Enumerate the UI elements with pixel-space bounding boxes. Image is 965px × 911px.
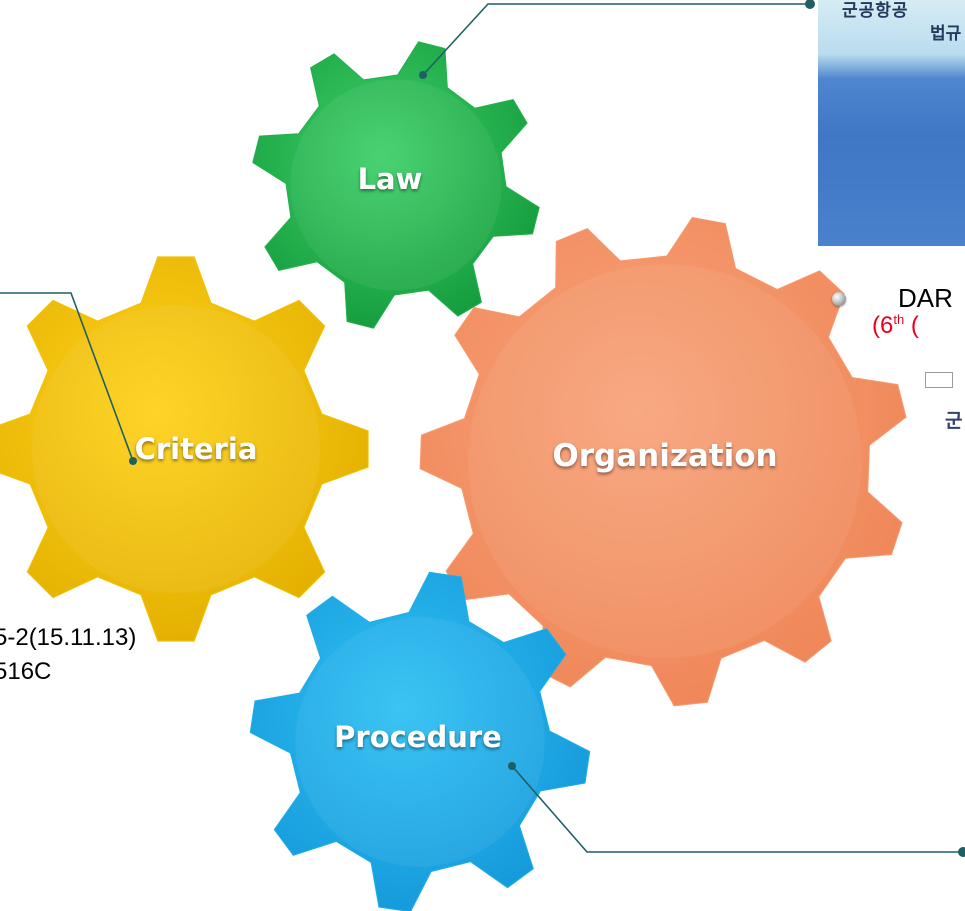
edition-prefix: (6 [872, 312, 894, 339]
connector-dot-criteria-gear [129, 457, 137, 465]
gear-hub-organization [468, 264, 862, 658]
connector-dot-procedure-gear [508, 762, 516, 770]
criteria-note-line2: 516C [0, 658, 52, 685]
gear-criteria [0, 256, 369, 642]
criteria-note-line1: 5-2(15.11.13) [0, 624, 137, 651]
connector-criteria [0, 292, 134, 462]
document-fragment-text: 군 [945, 411, 963, 432]
connector-dot-law-gear [419, 71, 427, 79]
connector-procedure [511, 765, 965, 853]
gear-hub-criteria [32, 305, 320, 593]
gear-label-organization: Organization [552, 438, 778, 474]
document-stamp-icon [925, 372, 953, 388]
connector-dot-law-doc [805, 0, 815, 9]
gear-organization [419, 216, 907, 707]
gear-procedure [249, 571, 591, 911]
connector-dot-procedure-end [958, 847, 965, 857]
gear-label-procedure: Procedure [334, 720, 502, 754]
gear-hub-law [290, 79, 502, 291]
gear-hub-procedure [295, 617, 545, 867]
gear-label-criteria: Criteria [134, 432, 258, 466]
document-title-line2: 법규 [930, 24, 962, 44]
dar-edition: (6th ( [872, 312, 919, 340]
connector-law [422, 3, 810, 76]
dar-item-text: DAR [898, 283, 953, 313]
gear-law [252, 41, 540, 329]
criteria-note: 5-2(15.11.13) 516C [0, 621, 136, 689]
document-title-line1: 군공항공 [842, 1, 909, 21]
document-thumbnail [818, 0, 965, 246]
edition-rest: ( [904, 312, 919, 339]
bullet-icon [832, 292, 846, 306]
edition-sup: th [893, 312, 905, 327]
gear-label-law: Law [357, 162, 423, 196]
